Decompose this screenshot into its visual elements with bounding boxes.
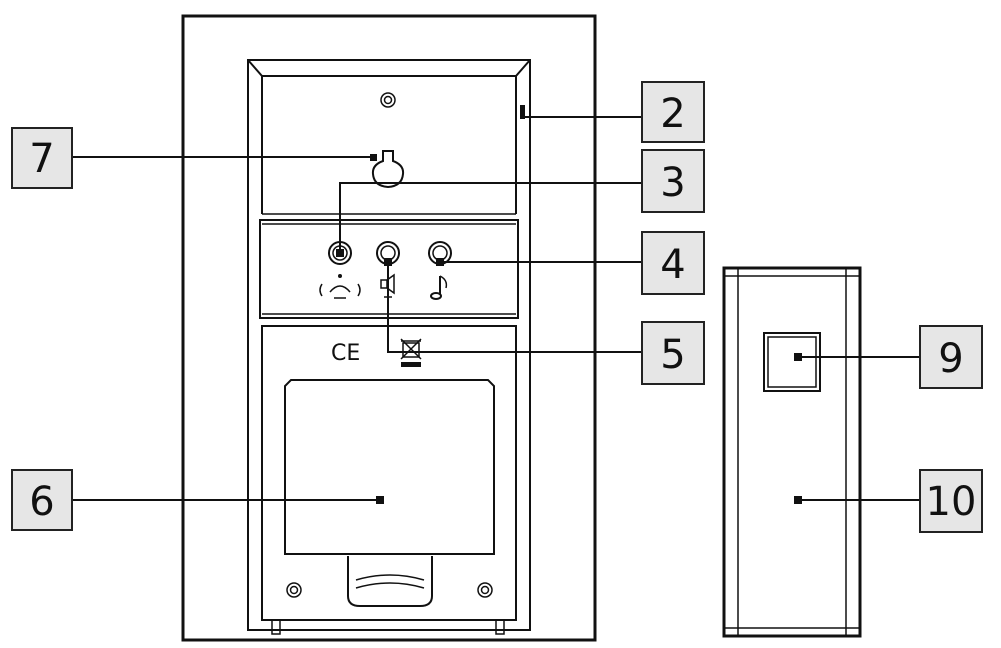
battery-latch[interactable]	[347, 556, 433, 607]
lower-housing	[261, 325, 517, 621]
callout-10-label: 10	[926, 479, 977, 525]
top-bevel	[247, 59, 531, 77]
callout-3-label: 3	[660, 160, 685, 206]
callout-2: 2	[641, 81, 705, 143]
callout-4: 4	[641, 231, 705, 295]
keyhole-mount-icon	[371, 150, 405, 189]
leader-lines	[72, 105, 920, 504]
music-note-icon	[430, 275, 448, 300]
transmitter-housing	[722, 266, 862, 638]
callout-3: 3	[641, 149, 705, 213]
ce-mark: CE	[331, 341, 360, 366]
callout-4-label: 4	[660, 242, 685, 288]
battery-cover[interactable]	[284, 379, 495, 555]
screw-icon	[380, 92, 396, 108]
screw-icon-bottom-right	[477, 582, 493, 598]
callout-7-label: 7	[29, 136, 54, 182]
transmitter-button[interactable]	[763, 332, 821, 392]
pair-symbol-icon	[319, 274, 361, 299]
base-station-outer-frame	[181, 14, 597, 642]
foot-right	[495, 619, 505, 635]
callout-9-label: 9	[938, 336, 963, 382]
base-station-back-panel	[247, 59, 531, 631]
foot-left	[271, 619, 281, 635]
callout-5: 5	[641, 321, 705, 385]
callout-6: 6	[11, 469, 73, 531]
callout-5-label: 5	[660, 332, 685, 378]
callout-6-label: 6	[29, 479, 54, 525]
base-station: CE	[181, 14, 597, 642]
callout-2-label: 2	[660, 91, 685, 137]
screw-icon-bottom-left	[286, 582, 302, 598]
callout-7: 7	[11, 127, 73, 189]
push-button-transmitter	[722, 266, 862, 638]
callout-9: 9	[919, 325, 983, 389]
callout-10: 10	[919, 469, 983, 533]
weee-bin-icon	[400, 338, 422, 367]
